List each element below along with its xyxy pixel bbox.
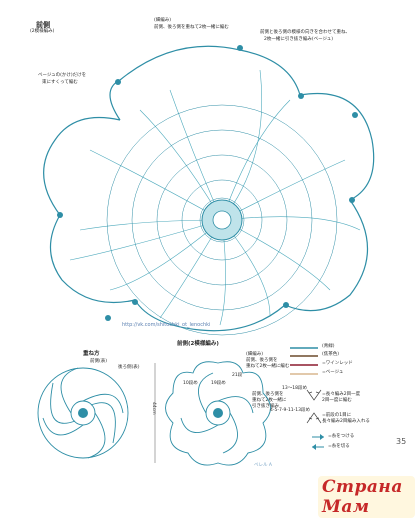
legend-line2: (焦茶色) (322, 352, 340, 357)
top-note-right-1: 前側と後ろ側の模様の向きを合わせて重ね、 (260, 30, 350, 35)
legend-note1b: 2目一度に編む (322, 398, 352, 403)
top-subtitle: (2模様編み) (30, 29, 55, 34)
legend-eq2: =ベージュ (322, 370, 344, 375)
round-19: 19段め (211, 381, 226, 386)
legend-note2a: =前段の1目に (322, 413, 352, 418)
legend-note1a: =長々編み2目一度 (322, 392, 361, 397)
dimension-44cm: 44cm (151, 402, 156, 415)
back-label: 後ろ側(表) (118, 365, 140, 370)
page-number: 35 (396, 437, 407, 446)
petal-outline (299, 92, 375, 201)
top-title: 前側 (36, 21, 50, 29)
petal-outline (119, 45, 301, 96)
petal-outline (284, 199, 368, 312)
legend-arrows (312, 434, 324, 450)
petal-outline (134, 299, 286, 332)
round-21: 21段 (232, 373, 243, 378)
mid-label-c: 重ねて2枚一緒に編む (246, 364, 290, 369)
front-small-diagram (154, 361, 271, 466)
petal-outline (109, 79, 121, 121)
legend-key2: =糸を切る (328, 444, 350, 449)
bottom-mid-title: 前側(2模様編み) (177, 341, 219, 347)
legend-rows1: 13〜18段め (282, 386, 307, 391)
footer-text: ベレル A (254, 463, 273, 468)
overlap-diagram (37, 367, 129, 459)
round-10: 10段め (183, 381, 198, 386)
petal-outline (43, 116, 121, 216)
source-url: http://vk.com/shitochki_ot_lenochki (122, 322, 211, 328)
site-logo: Страна Мам (318, 476, 415, 518)
mid-label-d: 前側、後ろ側を (252, 392, 284, 397)
mid-label-b: 前側、後ろ側を (246, 358, 278, 363)
front-label: 前側(表) (90, 359, 108, 364)
legend-eq1: =ワインレッド (322, 361, 353, 366)
legend-note2b: 長々編み2目編み入れる (322, 419, 370, 424)
top-note-right-2: 2枚一緒に引き抜き編み(ベージュ) (264, 37, 333, 42)
logo-text: Страна Мам (322, 477, 403, 517)
legend-line1: (青緑) (322, 344, 335, 349)
top-note-left-2: 束にすくって編む (42, 80, 78, 85)
crochet-chart-main (43, 45, 375, 336)
top-note-center-2: 前側、後ろ側を重ねて2枚一緒に編む (154, 25, 229, 30)
legend-key1: =糸をつける (328, 434, 355, 439)
top-note-left-1: ベージュの(かけ)だけを (38, 73, 87, 78)
top-note-center-1: (細編み) (154, 18, 172, 23)
mid-label-e: 重ねて2枚一緒に (252, 398, 287, 403)
mid-label-f: 引き抜き編み (252, 404, 279, 409)
bottom-left-title: 重ね方 (83, 351, 100, 357)
legend-rows2: 4-5-7-9-11-13段め (270, 408, 311, 413)
legend-symbols (306, 389, 322, 424)
legend-lines (290, 347, 318, 375)
petal-outline (49, 214, 136, 304)
mid-label-a: (細編み) (246, 352, 264, 357)
